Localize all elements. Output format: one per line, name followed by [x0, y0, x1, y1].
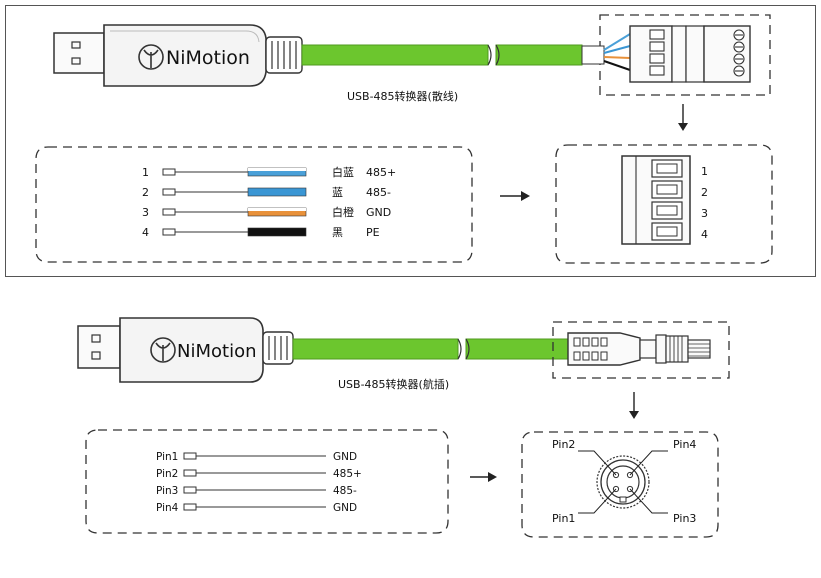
wire-row: 1 白蓝 485+ [142, 165, 396, 179]
wire-terminal-icon [162, 168, 176, 176]
strain-relief-bottom [262, 331, 294, 365]
wire-number: 4 [142, 226, 149, 239]
terminal-number: 2 [701, 186, 708, 199]
wire-stripe [248, 168, 306, 171]
pin3-label: Pin3 [673, 512, 696, 525]
pin-signal: 485- [333, 485, 357, 497]
wire-terminal-icon [162, 188, 176, 196]
wire-table-frame [35, 146, 473, 263]
green-cable-top [301, 44, 583, 66]
wire-signal: 485+ [366, 166, 396, 179]
terminal-number: 4 [701, 228, 708, 241]
pin2-label: Pin2 [552, 438, 575, 451]
nimotion-logo-icon-top [138, 44, 164, 70]
pin-name: Pin2 [156, 468, 178, 480]
wire-signal: PE [366, 226, 380, 239]
wire-number: 2 [142, 186, 149, 199]
wire-insulation [247, 187, 307, 197]
pin-row: Pin2 485+ [156, 468, 362, 480]
wire-color-name: 黑 [332, 226, 343, 239]
pin-table-frame [85, 429, 449, 534]
wire-number: 1 [142, 166, 149, 179]
terminal-number-labels: 1 2 3 4 [701, 165, 708, 241]
brand-logo-text-bottom: NiMotion [177, 341, 257, 362]
terminal-enlarged-frame [555, 144, 773, 264]
usb-plug-top [53, 32, 105, 74]
terminal-block-pair [629, 25, 751, 83]
pin-signal: GND [333, 451, 357, 463]
caption-loose-wire: USB-485转换器(散线) [347, 89, 458, 103]
terminal-block-enlarged [621, 155, 691, 245]
pin-leader-lines [578, 450, 668, 514]
wire-rows: 1 白蓝 485+ 2 蓝 485- 3 白橙 GND 4 黑 PE [142, 165, 396, 239]
usb-dongle-body-top [103, 24, 267, 87]
wire-row: 2 蓝 485- [142, 186, 391, 199]
pin-terminal-icon [183, 452, 197, 460]
pin-name: Pin1 [156, 451, 178, 463]
strain-relief-top [265, 36, 303, 74]
wire-color-name: 白橙 [332, 205, 354, 219]
pin-row: Pin1 GND [156, 451, 357, 463]
usb-dongle-body-bottom [119, 317, 264, 383]
down-arrow-icon-top [678, 104, 688, 131]
brand-logo-text-top: NiMotion [166, 47, 250, 69]
pin1-label: Pin1 [552, 512, 575, 525]
pin-name: Pin4 [156, 502, 179, 514]
wire-number: 3 [142, 206, 149, 219]
pinout-frame [521, 431, 719, 538]
wire-signal: 485- [366, 186, 391, 199]
wire-insulation [247, 227, 307, 237]
pin-terminal-icon [183, 469, 197, 477]
aviation-plug-connector [567, 332, 711, 366]
fan-out-wires [581, 33, 631, 71]
pin4-label: Pin4 [673, 438, 696, 451]
wire-signal: GND [366, 206, 391, 219]
pin-terminal-icon [183, 486, 197, 494]
green-cable-bottom [292, 338, 569, 360]
nimotion-logo-icon-bottom [150, 337, 176, 363]
wire-terminal-icon [162, 208, 176, 216]
right-arrow-icon-top [500, 191, 530, 201]
pin-row: Pin4 GND [156, 502, 357, 514]
terminal-number: 3 [701, 207, 708, 220]
terminal-detail-frame [599, 14, 771, 96]
wire-stripe [248, 208, 306, 211]
right-arrow-icon-bottom [470, 472, 497, 482]
pin-row: Pin3 485- [156, 485, 357, 497]
wire-terminal-icon [162, 228, 176, 236]
usb-plug-bottom [77, 325, 121, 369]
pin-signal: 485+ [333, 468, 362, 480]
pin-signal: GND [333, 502, 357, 514]
pin-name: Pin3 [156, 485, 178, 497]
wire-color-name: 蓝 [332, 186, 343, 199]
terminal-number: 1 [701, 165, 708, 178]
wire-row: 4 黑 PE [142, 226, 380, 239]
down-arrow-icon-bottom [629, 392, 639, 419]
pin-terminal-icon [183, 503, 197, 511]
wire-color-name: 白蓝 [332, 165, 354, 179]
aviation-plug-detail-frame [552, 321, 730, 379]
caption-aviation-plug: USB-485转换器(航插) [338, 377, 449, 391]
wire-row: 3 白橙 GND [142, 205, 391, 219]
aviation-plug-face [596, 455, 650, 509]
